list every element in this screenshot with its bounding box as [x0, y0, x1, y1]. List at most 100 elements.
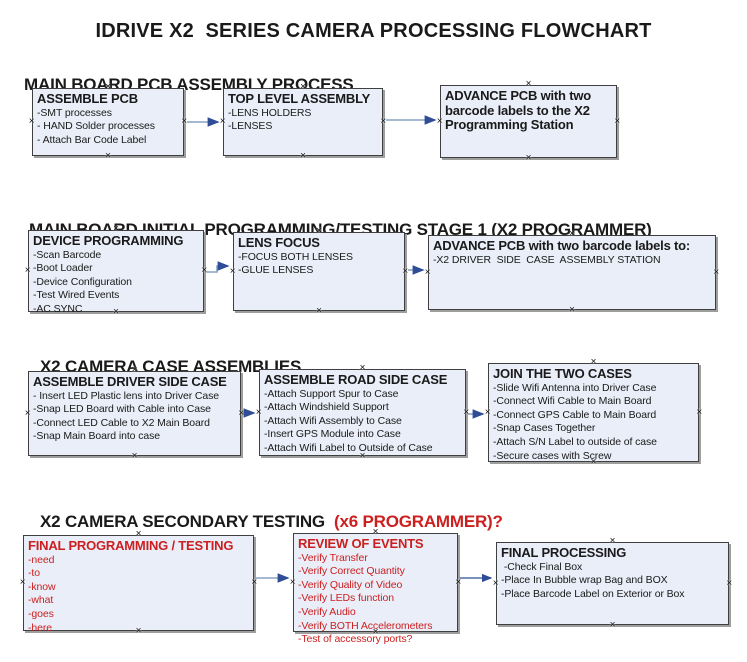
connection-handle-icon: ×	[316, 305, 322, 317]
connection-handle-icon: ×	[609, 619, 616, 631]
box-item: -X2 DRIVER SIDE CASE ASSEMBLY STATION	[433, 253, 661, 266]
box-item: -Attach Wifi Label to Outside of Case	[264, 442, 433, 455]
box-item: -Boot Loader	[33, 262, 93, 275]
connection-handle-icon: ×	[402, 265, 409, 277]
flow-box-assemble-road-side-case: ASSEMBLE ROAD SIDE CASE-Attach Support S…	[255, 363, 470, 461]
flow-box-advance-pcb-programming-station: ADVANCE PCB with two barcode labels to t…	[436, 79, 621, 163]
box-item: - Insert LED Plastic lens into Driver Ca…	[33, 389, 220, 402]
box-item: -AC SYNC	[33, 303, 83, 316]
box-item: -Insert GPS Module into Case	[264, 428, 401, 441]
connection-handle-icon: ×	[219, 116, 226, 127]
box-item: -Test of accessory ports?	[298, 633, 413, 646]
box-item: - Attach Bar Code Label	[37, 133, 147, 146]
connection-handle-icon: ×	[463, 406, 470, 418]
box-item: -Snap Cases Together	[493, 422, 596, 435]
flow-box-join-the-two-cases: JOIN THE TWO CASES-Slide Wifi Antenna in…	[484, 357, 703, 467]
connection-handle-icon: ×	[436, 115, 443, 127]
connection-handle-icon: ×	[525, 152, 532, 164]
box-item: -FOCUS BOTH LENSES	[238, 250, 353, 263]
box-item: -Place In Bubble wrap Bag and BOX	[501, 574, 668, 587]
box-item: -Snap Main Board into case	[33, 430, 160, 443]
box-item: -Scan Barcode	[33, 248, 102, 261]
connection-handle-icon: ×	[300, 150, 306, 162]
box-item: -Secure cases with Screw	[493, 449, 612, 462]
box-title: REVIEW OF EVENTS	[298, 536, 424, 551]
flow-box-final-programming-testing: FINAL PROGRAMMING / TESTING-need-to-know…	[19, 529, 258, 636]
box-item: -Device Configuration	[33, 275, 132, 288]
box-item: -Verify Audio	[298, 606, 356, 619]
connection-handle-icon: ×	[19, 577, 26, 588]
box-title: ASSEMBLE ROAD SIDE CASE	[264, 372, 448, 387]
box-item: -Verify Quality of Video	[298, 578, 403, 591]
box-item: -know	[28, 580, 56, 593]
box-item: -Verify Correct Quantity	[298, 565, 405, 578]
connection-handle-icon: ×	[289, 576, 296, 588]
box-title: JOIN THE TWO CASES	[493, 366, 632, 381]
page-title: IDRIVE X2 SERIES CAMERA PROCESSING FLOWC…	[95, 20, 652, 42]
flow-box-lens-focus: LENS FOCUS-FOCUS BOTH LENSES-GLUE LENSES…	[229, 226, 409, 316]
connection-handle-icon: ×	[255, 406, 262, 418]
section-heading-text: X2 CAMERA SECONDARY TESTING	[40, 512, 330, 531]
section-heading-secondary-testing: X2 CAMERA SECONDARY TESTING (x6 PROGRAMM…	[31, 492, 503, 532]
box-title: TOP LEVEL ASSEMBLY	[228, 91, 371, 106]
box-item: -GLUE LENSES	[238, 264, 314, 277]
connection-handle-icon: ×	[424, 266, 431, 278]
connection-handle-icon: ×	[455, 576, 462, 588]
flow-arrow	[206, 261, 230, 273]
box-item: -Verify LEDs function	[298, 592, 394, 605]
box-item: -SMT processes	[37, 106, 112, 119]
box-item: -Connect GPS Cable to Main Board	[493, 408, 657, 421]
section-heading-red-suffix: (x6 PROGRAMMER)?	[329, 512, 503, 531]
box-title: ASSEMBLE DRIVER SIDE CASE	[33, 374, 227, 389]
connection-handle-icon: ×	[229, 265, 236, 277]
flow-box-top-level-assembly: TOP LEVEL ASSEMBLY-LENS HOLDERS-LENSES××…	[219, 82, 387, 161]
connection-handle-icon: ×	[569, 304, 575, 316]
box-title: ADVANCE PCB with two barcode labels to t…	[445, 88, 591, 133]
flow-box-device-programming: DEVICE PROGRAMMING-Scan Barcode-Boot Loa…	[24, 224, 208, 317]
connection-handle-icon: ×	[24, 407, 31, 419]
connection-handle-icon: ×	[24, 265, 31, 276]
box-item: -what	[28, 594, 54, 607]
flow-box-final-processing: FINAL PROCESSING -Check Final Box-Place …	[492, 536, 733, 630]
connection-handle-icon: ×	[696, 406, 703, 418]
flow-box-advance-pcb-driver-side: ADVANCE PCB with two barcode labels to:-…	[424, 229, 720, 315]
flow-box-review-of-events: REVIEW OF EVENTS-Verify Transfer-Verify …	[289, 527, 462, 645]
connection-handle-icon: ×	[131, 450, 138, 462]
box-title: DEVICE PROGRAMMING	[33, 233, 184, 248]
connection-handle-icon: ×	[28, 116, 35, 127]
box-item: -Connect LED Cable to X2 Main Board	[33, 416, 210, 429]
box-item: - HAND Solder processes	[37, 120, 155, 133]
box-item: -Attach Support Spur to Case	[264, 387, 399, 400]
connection-handle-icon: ×	[380, 116, 387, 127]
box-title: ADVANCE PCB with two barcode labels to:	[433, 238, 691, 253]
connection-handle-icon: ×	[251, 577, 258, 588]
connection-handle-icon: ×	[105, 150, 111, 162]
connection-handle-icon: ×	[484, 406, 491, 418]
connection-handle-icon: ×	[713, 266, 720, 278]
box-item: -Verify Transfer	[298, 551, 368, 564]
box-item: -Place Barcode Label on Exterior or Box	[501, 587, 685, 600]
flow-box-assemble-pcb: ASSEMBLE PCB-SMT processes- HAND Solder …	[28, 82, 188, 161]
box-item: -LENS HOLDERS	[228, 106, 312, 119]
flow-box-assemble-driver-side-case: ASSEMBLE DRIVER SIDE CASE- Insert LED Pl…	[24, 365, 244, 461]
box-item: -Attach Windshield Support	[264, 401, 389, 414]
box-item: -goes	[28, 608, 54, 621]
box-item: -Test Wired Events	[33, 289, 120, 302]
box-title: FINAL PROGRAMMING / TESTING	[28, 538, 234, 553]
connection-handle-icon: ×	[614, 115, 621, 127]
box-item: -Connect Wifi Cable to Main Board	[493, 395, 652, 408]
box-item: -Snap LED Board with Cable into Case	[33, 403, 211, 416]
box-title: LENS FOCUS	[238, 235, 320, 250]
connection-handle-icon: ×	[726, 577, 733, 589]
box-title: FINAL PROCESSING	[501, 545, 627, 560]
box-item: -LENSES	[228, 120, 273, 133]
box-title: ASSEMBLE PCB	[37, 91, 138, 106]
box-item: -Check Final Box	[501, 560, 583, 573]
box-item: -here	[28, 621, 53, 634]
box-item: -Verify BOTH Accelerometers	[298, 619, 433, 632]
connection-handle-icon: ×	[201, 265, 208, 276]
box-item: -Slide Wifi Antenna into Driver Case	[493, 381, 657, 394]
connection-handle-icon: ×	[492, 577, 499, 589]
box-item: -Attach S/N Label to outside of case	[493, 436, 657, 449]
connection-handle-icon: ×	[181, 116, 188, 127]
